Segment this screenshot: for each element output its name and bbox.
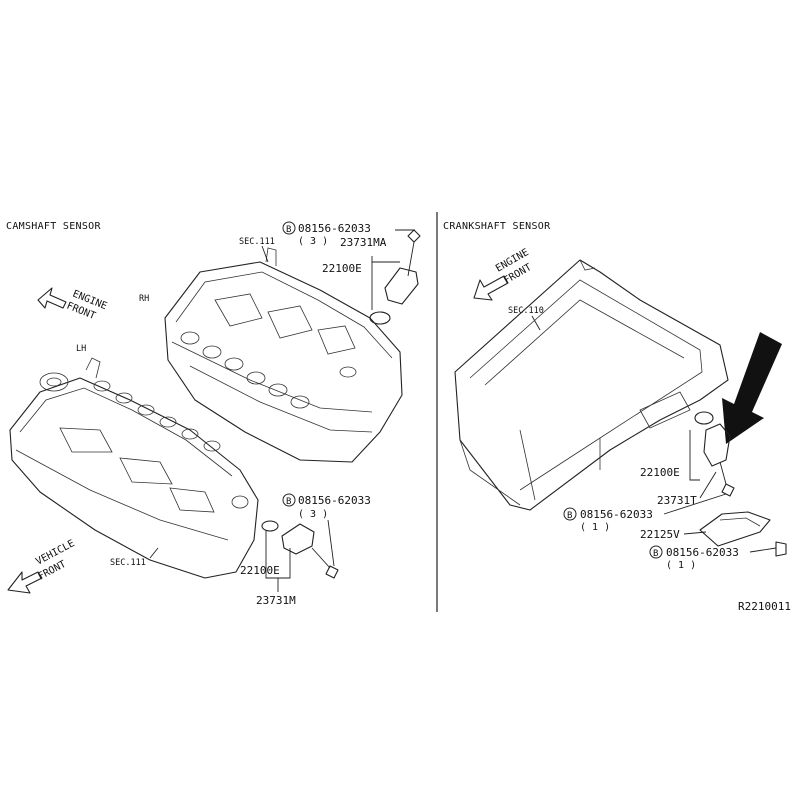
bolt-bottom-part-number: 08156-62033 <box>298 494 371 507</box>
sensor-cover-icon <box>699 511 771 547</box>
bolt-symbol-crank-1: B <box>567 511 572 521</box>
oring-bottom-part-number: 22100E <box>240 564 280 577</box>
crankshaft-sensor-icon <box>694 411 735 497</box>
crank-bolt-2-icon <box>749 541 787 557</box>
sec-111-top-label: SEC.111 <box>239 237 275 247</box>
crank-oring-part-number: 22100E <box>640 466 680 479</box>
rh-label: RH <box>139 294 149 304</box>
bolt-symbol-bottom: B <box>286 497 291 507</box>
oil-pan-illustration <box>454 259 729 511</box>
camshaft-sensor-title: CAMSHAFT SENSOR <box>6 221 101 232</box>
location-pointer-arrow-icon <box>722 332 782 444</box>
crank-bolt-2-part-number: 08156-62033 <box>666 546 739 559</box>
crank-bolt-1-part-number: 08156-62033 <box>580 508 653 521</box>
sec-111-bottom-label: SEC.111 <box>110 558 146 568</box>
crank-bolt-2-quantity: ( 1 ) <box>666 560 696 571</box>
bolt-symbol-icon <box>282 493 296 507</box>
sec-110-label: SEC.110 <box>508 306 544 316</box>
bolt-symbol-top: B <box>286 225 291 235</box>
lh-label: LH <box>76 344 86 354</box>
rh-cylinder-head-illustration <box>164 247 403 463</box>
engine-front-arrow-icon <box>473 275 509 301</box>
bolt-symbol-icon <box>649 545 663 559</box>
cover-part-number: 22125V <box>640 528 680 541</box>
sensor-23731M-part-number: 23731M <box>256 594 296 607</box>
bolt-top-part-number: 08156-62033 <box>298 222 371 235</box>
crank-bolt-1-quantity: ( 1 ) <box>580 522 610 533</box>
crank-sensor-part-number: 23731T <box>657 494 697 507</box>
bolt-symbol-crank-2: B <box>653 549 658 559</box>
figure-code: R2210011 <box>738 600 791 613</box>
engine-front-arrow-icon <box>37 287 67 309</box>
bolt-top-quantity: ( 3 ) <box>298 236 328 247</box>
bolt-symbol-icon <box>563 507 577 521</box>
crankshaft-sensor-title: CRANKSHAFT SENSOR <box>443 221 551 232</box>
camshaft-sensor-lh-icon <box>261 520 339 579</box>
vehicle-front-arrow-icon <box>7 571 43 594</box>
lh-cylinder-head-illustration <box>9 357 259 579</box>
camshaft-sensor-rh-icon <box>369 229 421 325</box>
sensor-23731MA-part-number: 23731MA <box>340 236 387 249</box>
bolt-symbol-icon <box>282 221 296 235</box>
bolt-bottom-quantity: ( 3 ) <box>298 509 328 520</box>
oring-top-part-number: 22100E <box>322 262 362 275</box>
